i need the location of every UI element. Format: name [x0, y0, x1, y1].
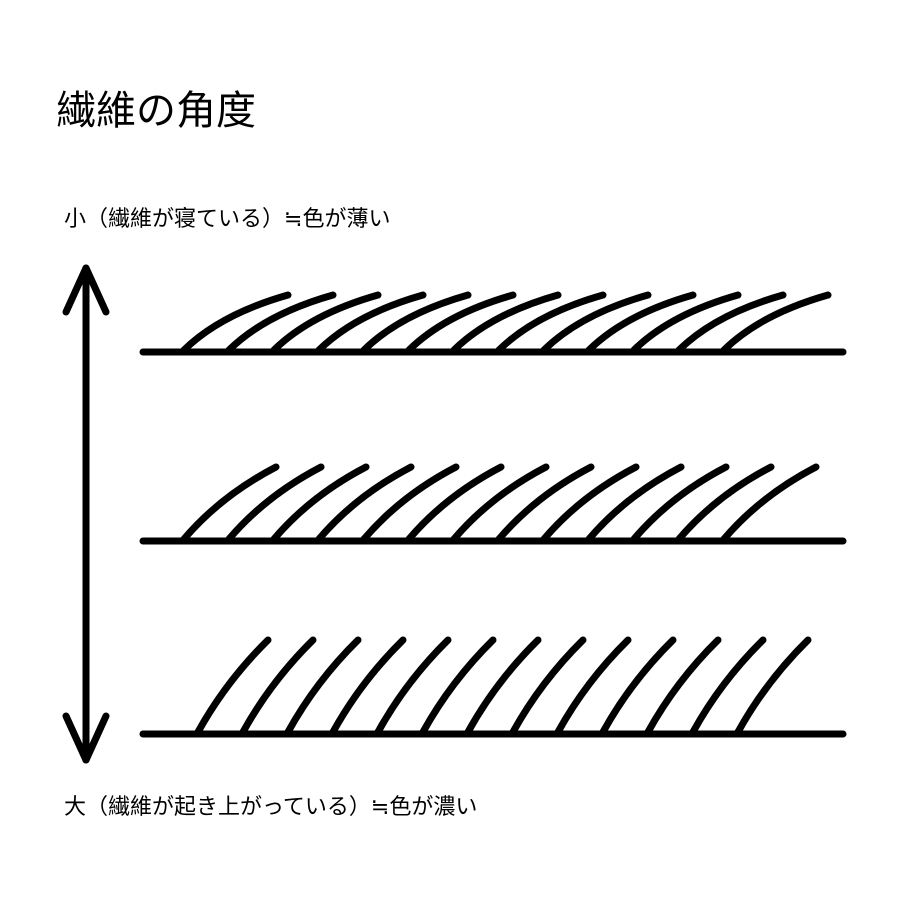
fiber	[315, 463, 415, 543]
fiber-row-large-angle	[139, 636, 847, 738]
fiber-row-small-angle	[139, 291, 847, 356]
fiber	[450, 291, 562, 354]
diagram-title: 繊維の角度	[56, 88, 256, 134]
fiber	[194, 636, 272, 736]
fiber	[284, 636, 362, 736]
fiber	[270, 463, 370, 543]
fiber	[495, 463, 595, 543]
fiber	[419, 636, 497, 736]
fiber	[464, 636, 542, 736]
fiber	[270, 291, 382, 354]
fiber	[315, 291, 427, 354]
fiber	[329, 636, 407, 736]
fiber	[180, 463, 280, 543]
fiber	[675, 291, 787, 354]
fiber	[239, 636, 317, 736]
fiber	[644, 636, 722, 736]
fiber	[734, 636, 812, 736]
double-arrow-icon	[62, 264, 110, 764]
fiber	[720, 463, 820, 543]
fiber	[405, 463, 505, 543]
fiber	[689, 636, 767, 736]
fiber	[450, 463, 550, 543]
fiber	[675, 463, 775, 543]
fiber	[599, 636, 677, 736]
fiber	[360, 291, 472, 354]
fiber	[630, 291, 742, 354]
fiber-row-medium-angle	[139, 463, 847, 545]
fiber	[225, 463, 325, 543]
fiber	[225, 291, 337, 354]
fiber	[585, 463, 685, 543]
fiber	[585, 291, 697, 354]
fiber	[495, 291, 607, 354]
fiber	[540, 291, 652, 354]
fiber	[720, 291, 832, 354]
fiber	[405, 291, 517, 354]
fiber	[630, 463, 730, 543]
fiber	[180, 291, 292, 354]
fiber	[374, 636, 452, 736]
fiber	[540, 463, 640, 543]
fiber	[360, 463, 460, 543]
large-angle-label: 大（繊維が起き上がっている）≒色が濃い	[64, 795, 478, 820]
small-angle-label: 小（繊維が寝ている）≒色が薄い	[64, 207, 391, 232]
fiber	[509, 636, 587, 736]
fiber	[554, 636, 632, 736]
